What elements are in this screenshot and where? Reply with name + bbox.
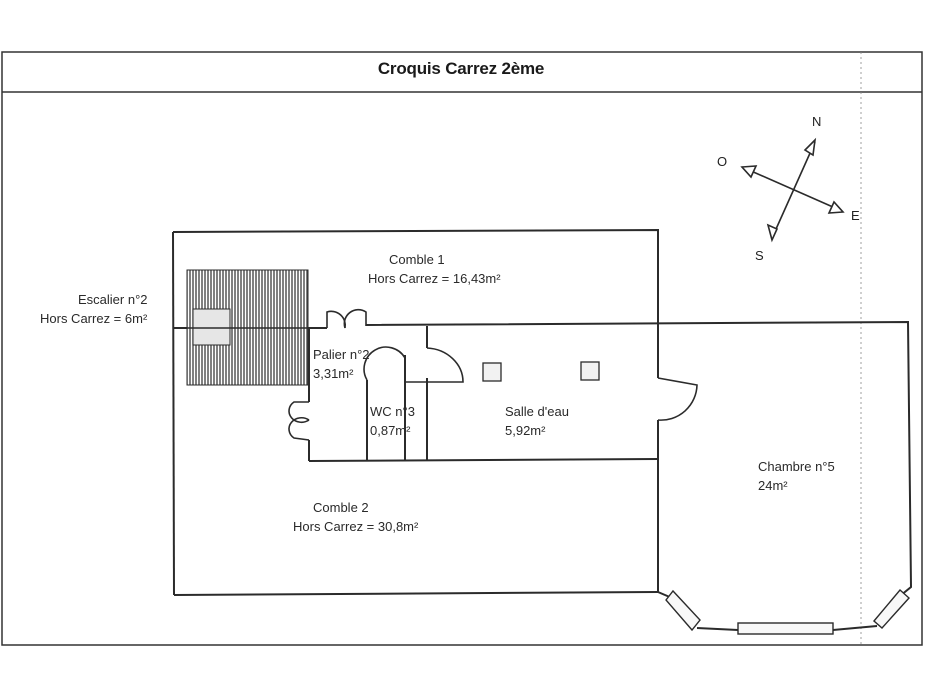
room-escalier-area: Hors Carrez = 6m² (40, 311, 148, 326)
room-wc-name: WC n°3 (370, 404, 415, 419)
compass-north-label: N (812, 114, 822, 129)
skylight-1 (482, 362, 502, 382)
room-chambre-area: 24m² (758, 478, 788, 493)
compass-west-label: O (717, 154, 728, 169)
room-palier-area: 3,31m² (313, 366, 354, 381)
room-escalier-name: Escalier n°2 (78, 292, 148, 307)
staircase-landing-block (192, 308, 231, 346)
bay-windows (665, 588, 910, 635)
room-wc-area: 0,87m² (370, 423, 411, 438)
room-comble2-name: Comble 2 (313, 500, 369, 515)
room-comble1-area: Hors Carrez = 16,43m² (368, 271, 501, 286)
sheet-frame (1, 51, 923, 646)
skylight-2 (580, 361, 600, 381)
compass-east-label: E (851, 208, 860, 223)
room-comble2-area: Hors Carrez = 30,8m² (293, 519, 419, 534)
compass-south-label: S (755, 248, 764, 263)
compass-rose (740, 137, 845, 243)
room-salle-eau-area: 5,92m² (505, 423, 546, 438)
doors (288, 308, 698, 441)
page-title: Croquis Carrez 2ème (377, 59, 545, 78)
room-palier-name: Palier n°2 (313, 347, 370, 362)
room-comble1-name: Comble 1 (389, 252, 445, 267)
room-chambre-name: Chambre n°5 (758, 459, 835, 474)
room-salle-eau-name: Salle d'eau (505, 404, 569, 419)
